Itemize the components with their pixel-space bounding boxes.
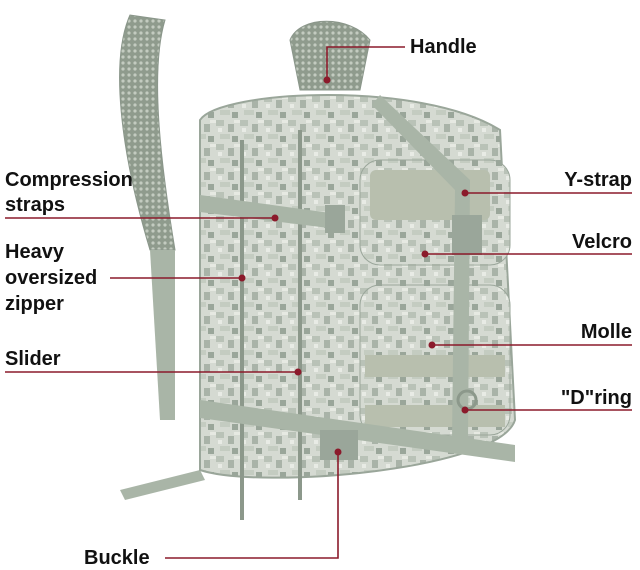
label-handle: Handle bbox=[410, 36, 477, 58]
label-y-strap: Y-strap bbox=[564, 169, 632, 191]
callout-lines bbox=[5, 46, 632, 559]
label-d-ring: "D"ring bbox=[560, 387, 632, 409]
buckle bbox=[320, 430, 358, 460]
callout-dots bbox=[238, 76, 469, 456]
label-heavy-1: Heavy bbox=[5, 241, 64, 263]
compression-strap bbox=[200, 195, 345, 230]
label-slider: Slider bbox=[5, 348, 61, 370]
label-heavy-3: zipper bbox=[5, 293, 64, 315]
handle bbox=[289, 20, 371, 91]
label-velcro: Velcro bbox=[571, 231, 632, 253]
label-buckle: Buckle bbox=[84, 547, 150, 569]
velcro-patch bbox=[370, 170, 490, 220]
label-heavy-2: oversized bbox=[5, 267, 98, 289]
label-compression-2: straps bbox=[5, 194, 66, 216]
label-compression-1: Compression bbox=[5, 169, 133, 191]
label-molle: Molle bbox=[580, 321, 632, 343]
shoulder-strap bbox=[119, 14, 176, 251]
